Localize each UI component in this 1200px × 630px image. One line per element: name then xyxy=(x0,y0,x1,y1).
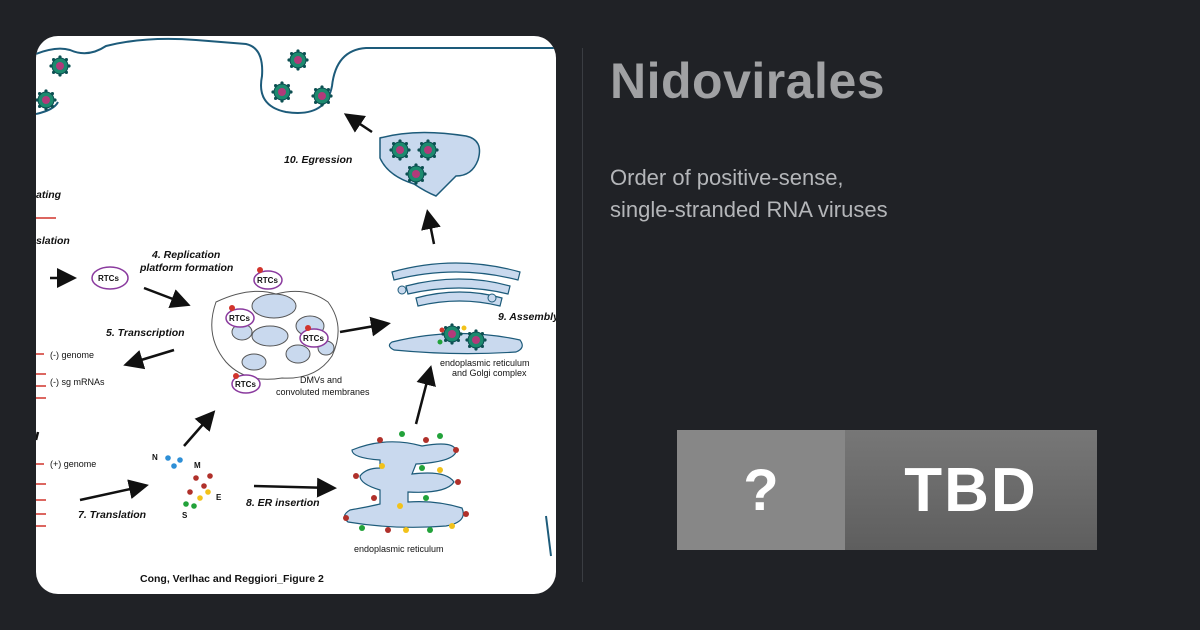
label-assembly: 9. Assembly xyxy=(498,311,556,323)
label-translation-top: slation xyxy=(36,235,70,247)
label-transcription: 5. Transcription xyxy=(106,327,185,339)
label-er-golgi-2: and Golgi complex xyxy=(452,368,527,378)
protein-s-label: S xyxy=(182,511,188,520)
label-neg-genome: (-) genome xyxy=(50,350,94,360)
plasma-membrane xyxy=(36,37,556,114)
description-line-1: Order of positive-sense, xyxy=(610,165,844,190)
figure-caption: Cong, Verlhac and Reggiori_Figure 2 xyxy=(140,573,324,585)
endoplasmic-reticulum xyxy=(343,431,469,533)
rtcs-label: RTCs xyxy=(98,274,119,283)
badge-tbd: TBD xyxy=(845,430,1097,550)
description: Order of positive-sense, single-stranded… xyxy=(610,162,1010,226)
figure-card: 10. Egression ating slation RTCs 4. Repl… xyxy=(36,36,556,594)
label-er-golgi-1: endoplasmic reticulum xyxy=(440,358,530,368)
svg-text:RTCs: RTCs xyxy=(303,334,324,343)
dmv-cluster: RTCs RTCs RTCs RTCs xyxy=(211,267,339,394)
badge-question-mark: ? xyxy=(677,430,845,550)
svg-text:RTCs: RTCs xyxy=(257,276,278,285)
label-egression: 10. Egression xyxy=(284,154,352,166)
label-er-insertion: 8. ER insertion xyxy=(246,497,320,509)
protein-m-label: M xyxy=(194,461,201,470)
description-line-2: single-stranded RNA viruses xyxy=(610,197,888,222)
golgi-complex xyxy=(388,262,523,355)
label-replication-2: platform formation xyxy=(139,262,233,274)
label-er: endoplasmic reticulum xyxy=(354,544,444,554)
protein-n-label: N xyxy=(152,453,158,462)
label-translation: 7. Translation xyxy=(78,509,146,521)
status-badge: ? TBD xyxy=(677,430,1097,550)
label-coating: ating xyxy=(36,189,62,201)
page-title: Nidovirales xyxy=(610,53,886,109)
svg-text:RTCs: RTCs xyxy=(229,314,250,323)
label-neg-sg: (-) sg mRNAs xyxy=(50,377,105,387)
label-pos-genome: (+) genome xyxy=(50,459,96,469)
protein-e-label: E xyxy=(216,493,222,502)
viral-lifecycle-diagram: 10. Egression ating slation RTCs 4. Repl… xyxy=(36,37,556,585)
svg-text:RTCs: RTCs xyxy=(235,380,256,389)
vertical-divider xyxy=(582,48,583,582)
label-replication-1: 4. Replication xyxy=(151,249,220,261)
label-dmvs-1: DMVs and xyxy=(300,375,342,385)
label-dmvs-2: convoluted membranes xyxy=(276,387,370,397)
